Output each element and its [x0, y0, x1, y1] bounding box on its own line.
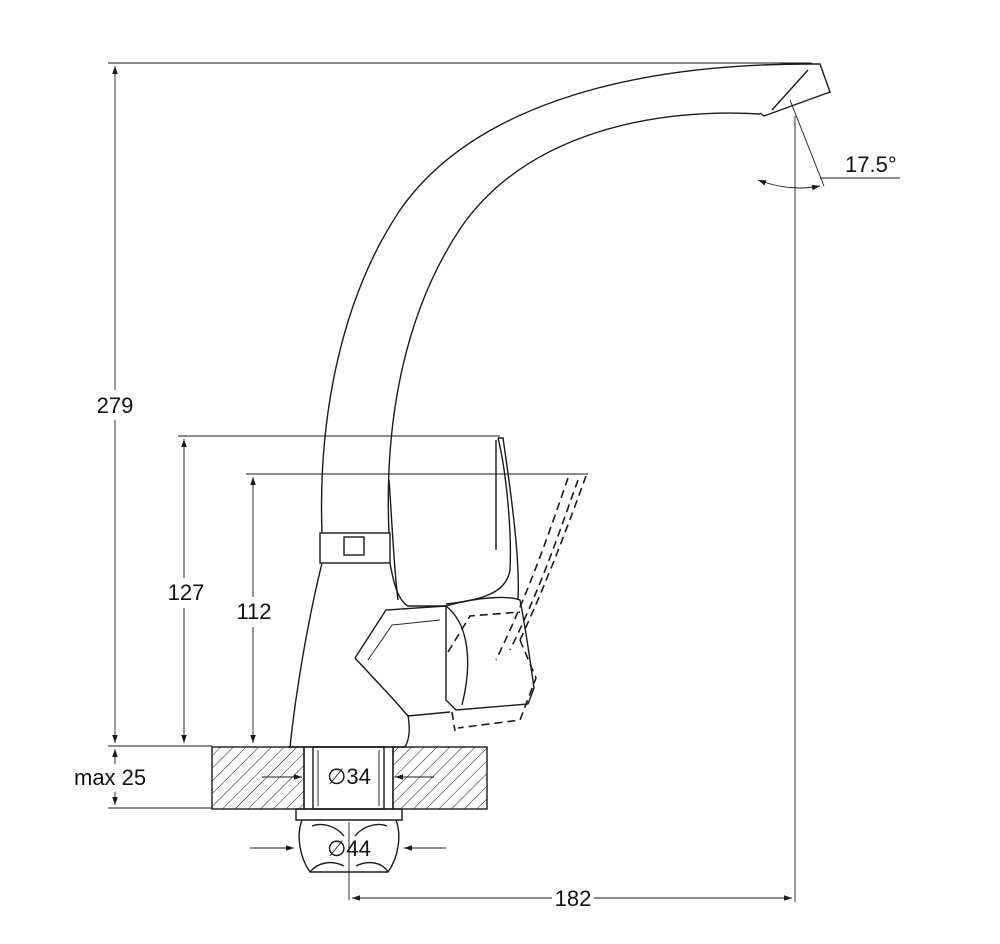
dim-nut-diameter: ∅44 [327, 836, 371, 861]
dim-total-height: 279 [97, 393, 134, 418]
dim-lever-height: 127 [168, 580, 205, 605]
dim-counter-thickness: max 25 [74, 765, 146, 790]
fixing-nut [295, 808, 403, 900]
dim-hole-diameter: ∅34 [327, 764, 371, 789]
dim-body-height: 112 [236, 599, 271, 624]
dimension-labels: 279 127 112 max 25 ∅34 ∅44 182 17.5° [70, 152, 897, 912]
countertop [211, 746, 488, 810]
dim-spout-angle: 17.5° [845, 152, 897, 177]
dim-arc-spout-angle [757, 179, 821, 191]
faucet-body [288, 63, 831, 748]
extension-lines [108, 62, 900, 902]
dim-spout-reach: 182 [555, 886, 592, 911]
